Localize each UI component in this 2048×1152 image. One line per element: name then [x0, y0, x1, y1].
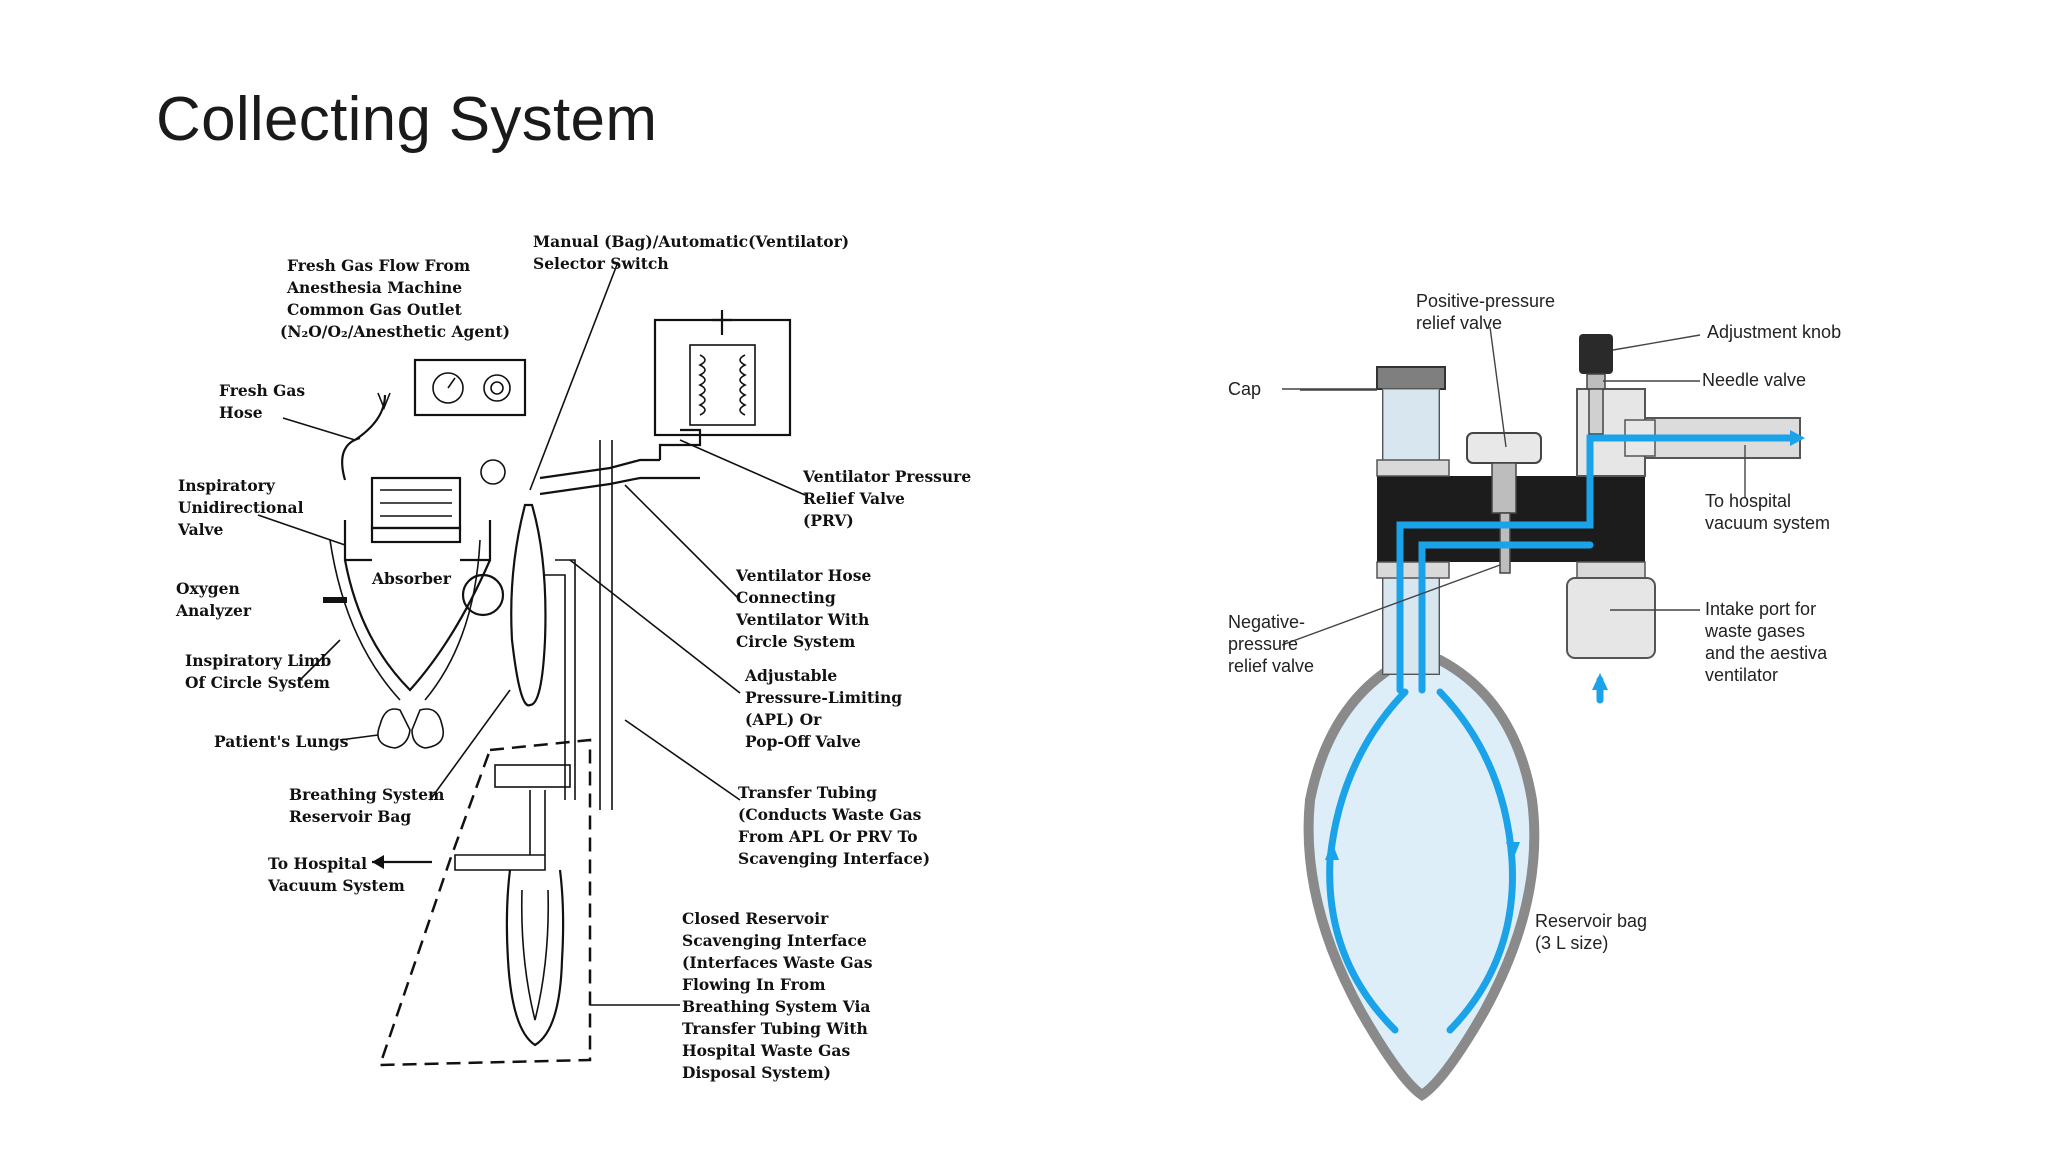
label-to-hospital-vacuum: To Hospital Vacuum System	[267, 854, 405, 895]
label-oxygen-analyzer: Oxygen Analyzer	[175, 579, 252, 620]
slide-title: Collecting System	[156, 85, 658, 154]
label-ventilator-hose: Ventilator Hose Connecting Ventilator Wi…	[735, 566, 877, 651]
adjustment-knob	[1579, 334, 1613, 374]
closed-reservoir-scavenging-interface	[378, 738, 592, 1067]
label-negative-pressure: Negative- pressure relief valve	[1228, 612, 1314, 676]
cap	[1376, 366, 1446, 390]
label-reservoir-bag: Breathing System Reservoir Bag	[289, 785, 450, 826]
label-needle-valve: Needle valve	[1702, 370, 1806, 390]
absorber-assembly	[329, 476, 492, 701]
label-to-hospital: To hospital vacuum system	[1705, 491, 1830, 533]
patients-lungs	[377, 708, 444, 749]
label-cap: Cap	[1228, 379, 1261, 399]
label-fresh-gas-flow: Fresh Gas Flow From Anesthesia Machine C…	[280, 256, 510, 341]
gas-flow-arrows	[1325, 430, 1805, 1034]
label-transfer-tubing: Transfer Tubing (Conducts Waste Gas From…	[738, 783, 930, 868]
label-ventilator-prv: Ventilator Pressure Relief Valve (PRV)	[802, 467, 977, 530]
label-fresh-gas-hose: Fresh Gas Hose	[219, 381, 311, 422]
label-inspiratory-valve: Inspiratory Unidirectional Valve	[177, 476, 309, 539]
ventilator-bellows	[653, 310, 792, 460]
reservoir-bag	[1303, 655, 1540, 1102]
open-reservoir-scavenger-diagram: Positive-pressure relief valve Adjustmen…	[1228, 291, 1841, 1102]
label-positive-pressure: Positive-pressure relief valve	[1416, 291, 1560, 333]
anesthesia-circle-scavenging-diagram: Manual (Bag)/Automatic(Ventilator) Selec…	[175, 232, 977, 1082]
breathing-reservoir-bag	[461, 503, 547, 707]
label-apl-valve: Adjustable Pressure-Limiting (APL) Or Po…	[744, 666, 908, 751]
positive-pressure-relief-valve	[1466, 432, 1542, 464]
label-selector-switch: Manual (Bag)/Automatic(Ventilator) Selec…	[533, 232, 855, 273]
label-patients-lungs: Patient's Lungs	[214, 732, 349, 751]
label-closed-reservoir: Closed Reservoir Scavenging Interface (I…	[682, 909, 878, 1082]
label-absorber: Absorber	[371, 569, 452, 588]
label-inspiratory-limb: Inspiratory Limb Of Circle System	[185, 651, 337, 692]
label-reservoir-bag-size: Reservoir bag (3 L size)	[1535, 911, 1652, 953]
needle-valve	[1588, 388, 1604, 435]
label-adjustment-knob: Adjustment knob	[1707, 322, 1841, 342]
label-intake-port: Intake port for waste gases and the aest…	[1704, 599, 1832, 685]
pressure-gauge-panel	[413, 358, 527, 485]
